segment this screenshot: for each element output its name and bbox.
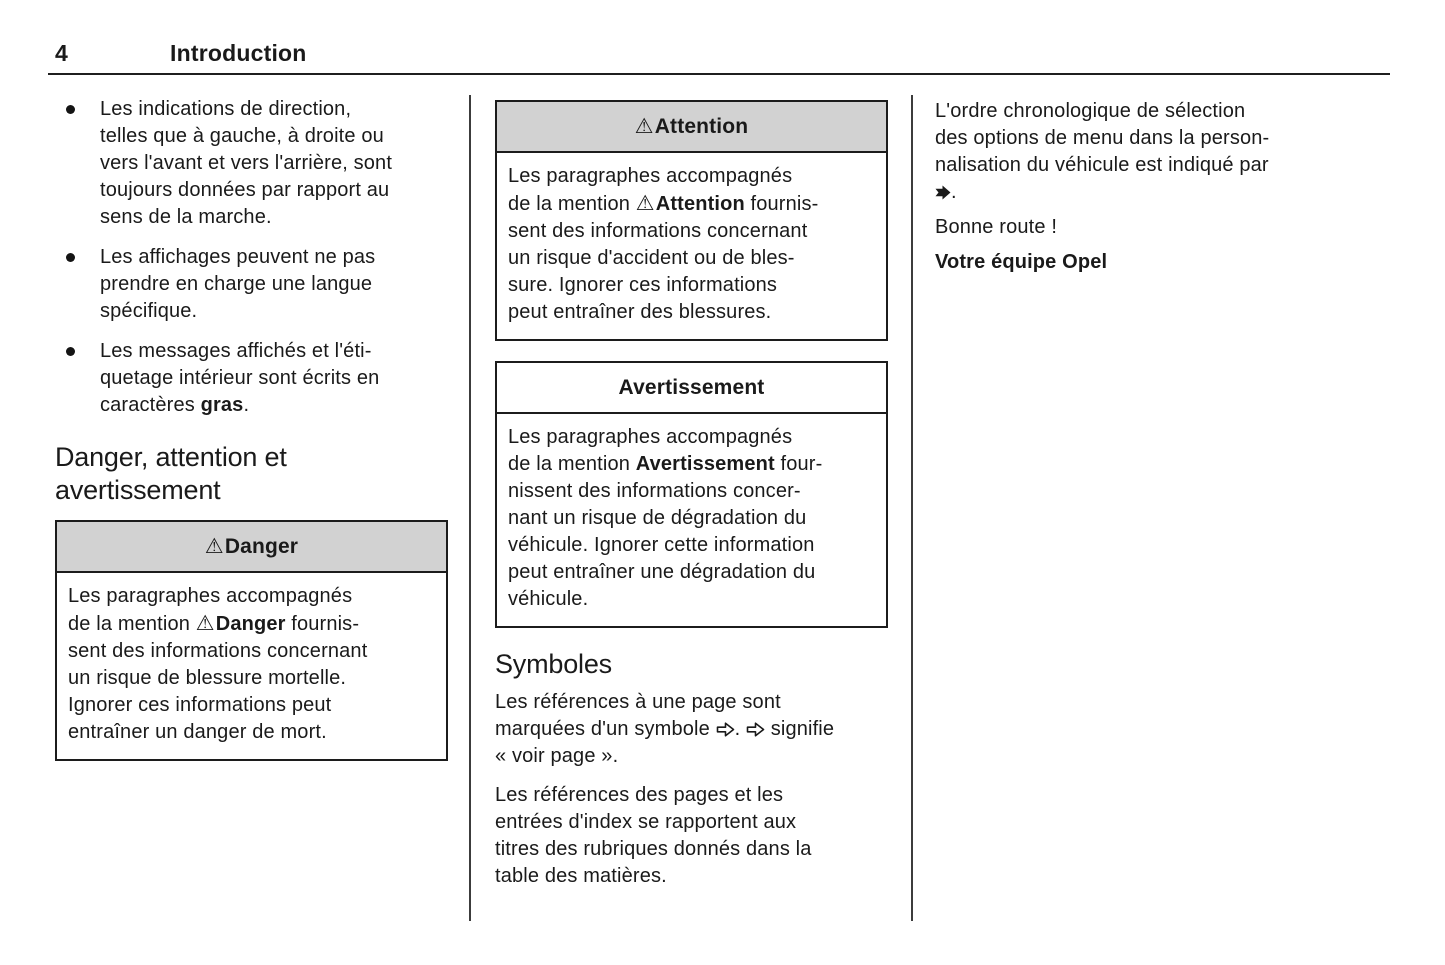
section-heading-danger-attention: Danger, attention et avertissement	[55, 442, 287, 505]
text-run: .	[734, 718, 746, 740]
bold-text-run: Attention	[655, 193, 745, 215]
text-run: Les affichages peuvent ne pas prendre en…	[100, 246, 376, 322]
text-run: fournis- sent des informations concernan…	[508, 193, 819, 323]
header-rule	[48, 73, 1390, 75]
list-item-text: Les messages affichés et l'éti- quetage …	[100, 340, 379, 416]
column-separator	[911, 95, 913, 921]
danger-box-body: Les paragraphes accompagnés de la mentio…	[57, 573, 446, 759]
sign-off-text: Votre équipe Opel	[935, 251, 1108, 273]
list-item-text: Les affichages peuvent ne pas prendre en…	[100, 246, 375, 322]
text-run: Les références des pages et les entrées …	[495, 784, 812, 887]
text-run: L'ordre chronologique de sélection des o…	[935, 100, 1270, 176]
bold-text-run: Danger	[224, 535, 299, 558]
attention-box-header: ⚠︎Attention	[497, 102, 886, 153]
danger-box-header: ⚠︎Danger	[57, 522, 446, 573]
warning-triangle-icon: ⚠︎	[204, 534, 224, 558]
paragraph-symbols-2: Les références des pages et les entrées …	[495, 782, 888, 890]
bold-text-run: Avertissement	[618, 376, 765, 399]
warning-triangle-icon: ⚠︎	[635, 191, 655, 215]
text-run: signifie « voir page ».	[495, 718, 835, 767]
paragraph-menu-order: L'ordre chronologique de sélection des o…	[935, 98, 1335, 206]
warning-triangle-icon: ⚠︎	[634, 114, 654, 138]
page-reference-arrow-icon	[716, 722, 735, 737]
text-run: .	[951, 181, 957, 203]
column-middle: ⚠︎Attention Les paragraphes accompagnés …	[495, 100, 888, 902]
avertissement-box-body: Les paragraphes accompagnés de la mentio…	[497, 414, 886, 626]
bold-text-run: gras	[200, 394, 244, 416]
text-run: Les paragraphes accompagnés de la mentio…	[508, 426, 793, 475]
paragraph-symbols-1: Les références à une page sont marquées …	[495, 689, 888, 770]
text-run: .	[243, 394, 250, 416]
menu-sequence-arrow-icon	[935, 185, 951, 200]
column-left: Les indications de direction, telles que…	[55, 96, 448, 781]
section-heading-symbols: Symboles	[495, 649, 612, 679]
page-title: Introduction	[170, 40, 307, 66]
page-number: 4	[55, 40, 68, 66]
avertissement-box: Avertissement Les paragraphes accompagné…	[495, 361, 888, 628]
text-run: Les messages affichés et l'éti- quetage …	[100, 340, 380, 416]
text-run: fournis- sent des informations concernan…	[68, 613, 368, 743]
list-item: Les indications de direction, telles que…	[55, 96, 448, 231]
list-item-text: Les indications de direction, telles que…	[100, 98, 392, 228]
text-run: Les paragraphes accompagnés de la mentio…	[68, 585, 353, 635]
list-item: Les messages affichés et l'éti- quetage …	[55, 338, 448, 419]
page-reference-arrow-icon	[746, 722, 765, 737]
text-run: Les références à une page sont marquées …	[495, 691, 781, 740]
intro-notes-list: Les indications de direction, telles que…	[55, 96, 448, 419]
attention-box: ⚠︎Attention Les paragraphes accompagnés …	[495, 100, 888, 341]
bold-text-run: Avertissement	[635, 453, 775, 475]
avertissement-box-header: Avertissement	[497, 363, 886, 414]
farewell-text: Bonne route !	[935, 216, 1058, 238]
text-run: Les paragraphes accompagnés de la mentio…	[508, 165, 793, 215]
warning-triangle-icon: ⚠︎	[195, 611, 215, 635]
running-header: 4 Introduction	[55, 40, 307, 67]
bold-text-run: Danger	[215, 613, 286, 635]
bold-text-run: Attention	[654, 115, 749, 138]
list-item: Les affichages peuvent ne pas prendre en…	[55, 244, 448, 325]
attention-box-body: Les paragraphes accompagnés de la mentio…	[497, 153, 886, 339]
column-separator	[469, 95, 471, 921]
danger-box: ⚠︎Danger Les paragraphes accompagnés de …	[55, 520, 448, 761]
column-right: L'ordre chronologique de sélection des o…	[935, 98, 1335, 288]
text-run: Les indications de direction, telles que…	[100, 98, 393, 228]
text-run: four- nissent des informations concer- n…	[508, 453, 823, 610]
